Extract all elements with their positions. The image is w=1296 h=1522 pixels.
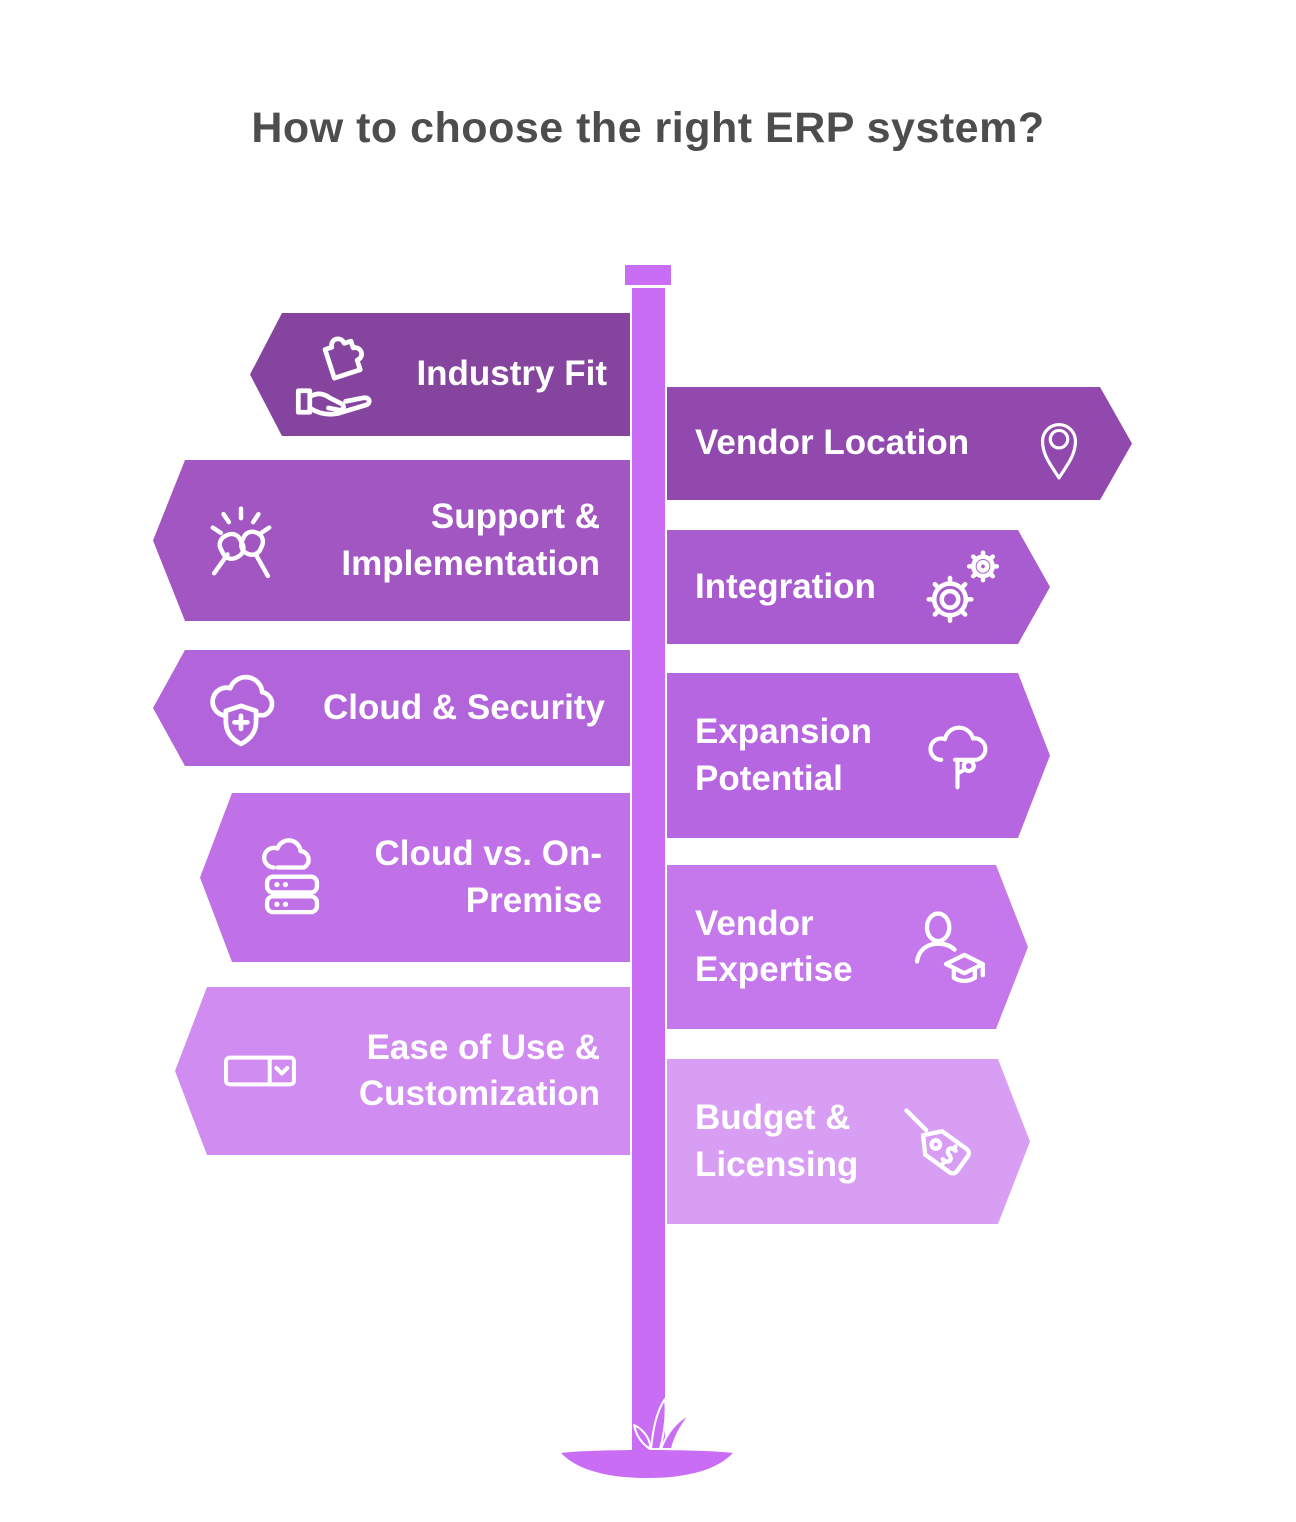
sign-vendor-expertise: Vendor Expertise: [667, 865, 1028, 1029]
page-title: How to choose the right ERP system?: [251, 104, 1045, 152]
sign-label: Support & Implementation: [341, 497, 600, 583]
pole-base: [558, 1447, 736, 1480]
pole-shaft: [632, 288, 665, 1450]
sign-label: Ease of Use & Customization: [358, 1027, 600, 1113]
gears-icon: [917, 547, 1005, 627]
sign-label: Vendor Expertise: [695, 903, 853, 989]
sign-cloud-vs-onpremise: Cloud vs. On- Premise: [200, 793, 630, 962]
sign-label: Cloud & Security: [323, 687, 605, 727]
sign-label: Vendor Location: [695, 423, 970, 463]
sign-vendor-location: Vendor Location: [667, 387, 1132, 500]
grass-tuft: [633, 1398, 699, 1451]
sign-label: Expansion Potential: [695, 712, 872, 798]
sign-label: Industry Fit: [416, 354, 607, 394]
sign-support-implementation: Support & Implementation: [153, 460, 630, 621]
growth-tree-icon: [920, 714, 1000, 798]
puzzle-hand-icon: [290, 332, 384, 418]
graduate-icon: [904, 906, 988, 988]
price-tag-icon: [896, 1100, 980, 1184]
fist-bump-icon: [198, 498, 284, 584]
cloud-shield-icon: [200, 666, 292, 750]
location-pin-icon: [1028, 404, 1090, 484]
sign-budget-licensing: Budget & Licensing: [667, 1059, 1030, 1224]
sign-label: Cloud vs. On- Premise: [374, 834, 603, 920]
sign-expansion-potential: Expansion Potential: [667, 673, 1050, 838]
sign-label: Integration: [695, 566, 876, 606]
sign-integration: Integration: [667, 530, 1050, 644]
sign-cloud-security: Cloud & Security: [153, 650, 630, 766]
sign-label: Budget & Licensing: [695, 1098, 859, 1184]
sign-ease-customization: Ease of Use & Customization: [175, 987, 630, 1155]
dropdown-box-icon: [221, 1031, 299, 1111]
cloud-server-icon: [250, 835, 334, 921]
pole-cap: [625, 265, 671, 285]
sign-industry-fit: Industry Fit: [250, 313, 630, 436]
